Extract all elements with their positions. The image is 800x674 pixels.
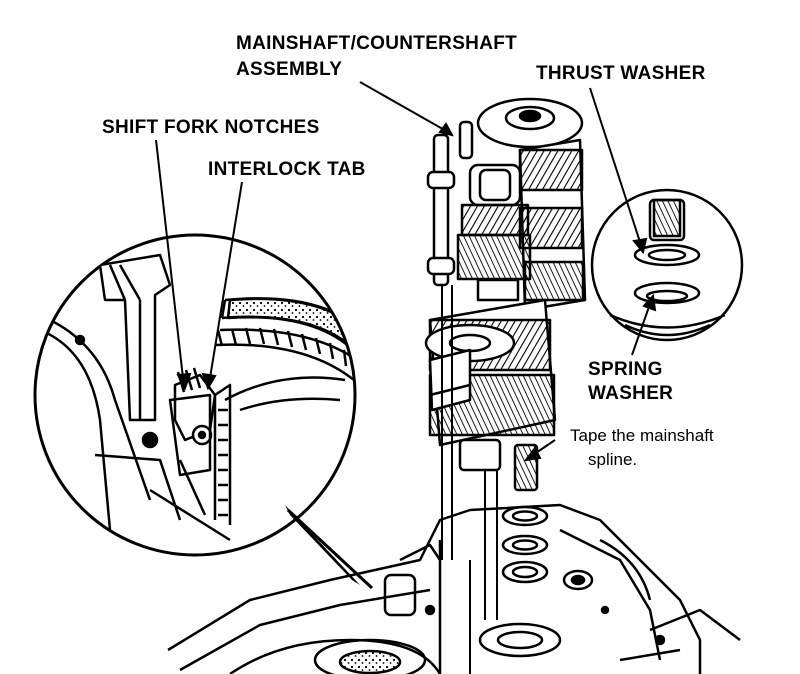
shaft-assembly	[424, 97, 587, 620]
lower-washers	[501, 505, 549, 584]
tape-spline-note-line2: spline.	[588, 450, 638, 469]
tape-spline-note-line1: Tape the mainshaft	[570, 426, 714, 445]
spring-washer-label-line2: WASHER	[588, 383, 674, 404]
magnified-detail	[33, 233, 374, 590]
shift-fork-notches-label: SHIFT FORK NOTCHES	[102, 117, 320, 138]
spring-washer-label-line1: SPRING	[588, 359, 663, 380]
thrust-washer-label: THRUST WASHER	[536, 63, 706, 84]
assembly-label-line1: MAINSHAFT/COUNTERSHAFT	[236, 33, 518, 54]
transmission-case	[167, 503, 741, 674]
interlock-tab-label: INTERLOCK TAB	[208, 159, 366, 180]
washer-inset	[590, 188, 744, 342]
leader-lines	[155, 81, 657, 462]
assembly-label-line2: ASSEMBLY	[236, 59, 343, 80]
